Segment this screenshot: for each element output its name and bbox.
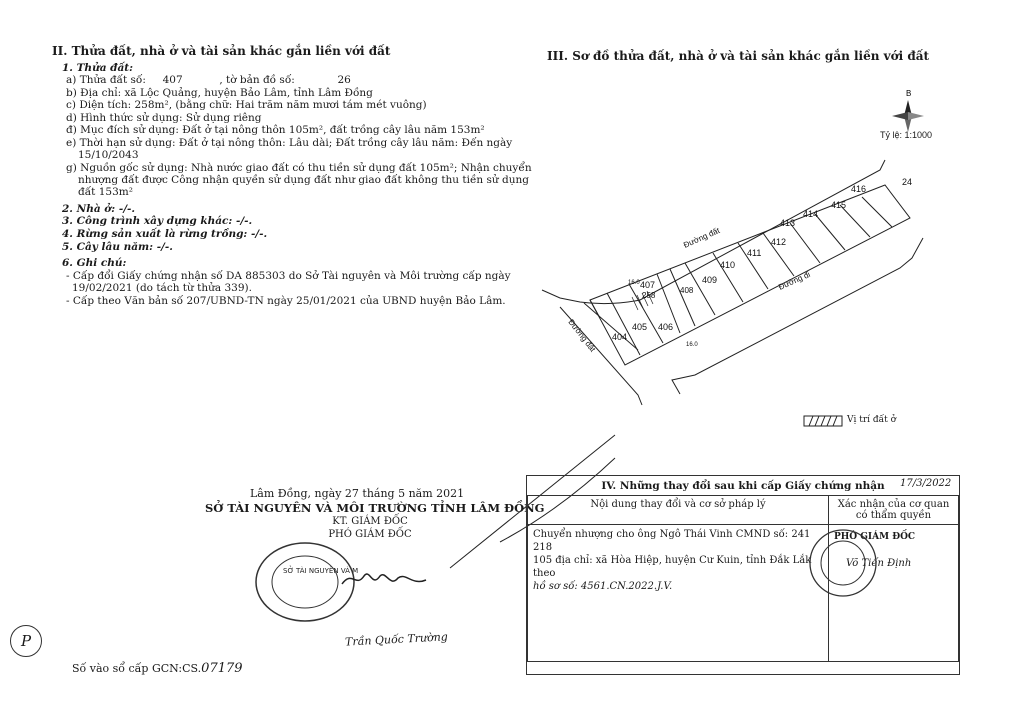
confirmation-signer: Võ Tiến Định bbox=[846, 558, 912, 569]
legend-hatch-swatch bbox=[803, 415, 843, 427]
note-1a: - Cấp đổi Giấy chứng nhận số DA 885303 d… bbox=[66, 270, 511, 282]
parcel-405: 405 bbox=[632, 322, 647, 332]
parcel-406: 406 bbox=[658, 322, 673, 332]
notes-heading: 6. Ghi chú: bbox=[62, 257, 127, 269]
compass-north-icon: B bbox=[892, 89, 924, 132]
parcel-info: a) Thửa đất số: 407 , tờ bản đồ số: 26 bbox=[66, 74, 351, 86]
land-map-diagram: 404 405 406 407 258 408 409 410 411 412 … bbox=[541, 159, 924, 406]
parcel-410: 410 bbox=[720, 260, 735, 270]
parcel-416: 416 bbox=[851, 184, 866, 194]
note-1b: 19/02/2021 (do tách từ thửa 339). bbox=[72, 282, 252, 294]
area: c) Diện tích: 258m², (bằng chữ: Hai trăm… bbox=[66, 99, 427, 111]
handwritten-date: 17/3/2022 bbox=[900, 478, 952, 489]
confirmation-cell: PHÓ GIÁM ĐỐC Võ Tiến Định bbox=[809, 524, 959, 662]
change-content-header: Nội dung thay đổi và cơ sở pháp lý bbox=[527, 495, 829, 525]
house: 2. Nhà ở: -/-. bbox=[62, 203, 136, 215]
road-left-label: Đường đất bbox=[566, 318, 597, 355]
legend-label: Vị trí đất ở bbox=[847, 415, 897, 425]
issuing-organization: SỞ TÀI NGUYÊN VÀ MÔI TRƯỜNG TỈNH LÂM ĐỒN… bbox=[205, 501, 545, 515]
margin-mark: P bbox=[10, 625, 42, 657]
usage-term: e) Thời hạn sử dụng: Đất ở tại nông thôn… bbox=[66, 137, 513, 149]
forest: 4. Rừng sản xuất là rừng trồng: -/-. bbox=[62, 228, 268, 240]
parcel-404: 404 bbox=[612, 332, 627, 342]
section3-title: III. Sơ đồ thửa đất, nhà ở và tài sản kh… bbox=[547, 49, 930, 63]
parcel-label: a) Thửa đất số: bbox=[66, 74, 146, 86]
parcel-411: 411 bbox=[747, 248, 761, 258]
change-line-2: 105 địa chỉ: xã Hòa Hiệp, huyện Cư Kuin,… bbox=[533, 555, 812, 579]
dim-top: 16.0 bbox=[628, 280, 640, 286]
parcel-409: 409 bbox=[702, 275, 717, 285]
usage-form: d) Hình thức sử dụng: Sử dụng riêng bbox=[66, 112, 262, 124]
change-line-1: Chuyển nhượng cho ông Ngô Thái Vinh CMND… bbox=[533, 529, 811, 553]
section2-title: II. Thửa đất, nhà ở và tài sản khác gắn … bbox=[52, 44, 391, 58]
parcel-block-outline bbox=[589, 184, 911, 366]
registration-number: Số vào sổ cấp GCN:CS.07179 bbox=[72, 661, 243, 676]
dim-bottom: 16.0 bbox=[686, 342, 698, 348]
signer-name: Trần Quốc Trường bbox=[344, 630, 449, 649]
seal-center-text: SỞ TÀI NGUYÊN VÀ MÔI TRƯỜNG bbox=[283, 565, 358, 575]
parcel-408: 408 bbox=[680, 286, 694, 295]
parcel-414: 414 bbox=[803, 209, 818, 219]
official-seal-icon: SỞ TÀI NGUYÊN VÀ MÔI TRƯỜNG bbox=[255, 542, 358, 622]
usage-origin-2: nhượng đất được Công nhận quyền sử dụng … bbox=[78, 174, 529, 186]
number-24: 24 bbox=[902, 177, 912, 187]
deputy-director: PHÓ GIÁM ĐỐC bbox=[328, 529, 412, 540]
usage-purpose: đ) Mục đích sử dụng: Đất ở tại nông thôn… bbox=[66, 124, 485, 136]
parcel-415: 415 bbox=[831, 200, 846, 210]
perennial-trees: 5. Cây lâu năm: -/-. bbox=[62, 241, 173, 253]
map-sheet-label: , tờ bản đồ số: bbox=[219, 74, 295, 86]
note-2: - Cấp theo Văn bản số 207/UBND-TN ngày 2… bbox=[66, 295, 506, 307]
change-content-cell: Chuyển nhượng cho ông Ngô Thái Vinh CMND… bbox=[527, 524, 829, 662]
usage-origin-1: g) Nguồn gốc sử dụng: Nhà nước giao đất … bbox=[66, 162, 532, 174]
usage-term-date: 15/10/2043 bbox=[78, 149, 139, 161]
road-right-label: Đường đi bbox=[777, 270, 812, 292]
parcel-413: 413 bbox=[780, 218, 795, 228]
change-line-3: hồ sơ số: 4561.CN.2022.J.V. bbox=[533, 581, 673, 592]
map-sheet-number: 26 bbox=[337, 74, 351, 86]
other-construction: 3. Công trình xây dựng khác: -/-. bbox=[62, 215, 253, 227]
land-heading: 1. Thửa đất: bbox=[62, 62, 134, 74]
registration-value: 07179 bbox=[201, 661, 243, 676]
confirmation-seal-icon bbox=[809, 529, 877, 597]
section4-title: IV. Những thay đổi sau khi cấp Giấy chứn… bbox=[527, 476, 959, 496]
registration-label: Số vào sổ cấp GCN:CS. bbox=[72, 662, 202, 675]
parcel-412: 412 bbox=[771, 237, 786, 247]
road-top-label: Đường đất bbox=[682, 226, 722, 250]
parcel-number: 407 bbox=[162, 74, 183, 86]
confirmation-header: Xác nhận của cơ quan có thẩm quyền bbox=[828, 495, 959, 525]
kt-director: KT. GIÁM ĐỐC bbox=[332, 516, 408, 527]
confirmation-title: PHÓ GIÁM ĐỐC bbox=[834, 532, 916, 542]
handwritten-signature bbox=[341, 573, 427, 585]
issue-date: Lâm Đồng, ngày 27 tháng 5 năm 2021 bbox=[250, 487, 465, 500]
parcel-407-area: 258 bbox=[642, 291, 656, 300]
parcel-407: 407 bbox=[640, 280, 655, 290]
usage-origin-3: đất 153m² bbox=[78, 186, 133, 198]
address: b) Địa chỉ: xã Lộc Quảng, huyện Bảo Lâm,… bbox=[66, 87, 373, 99]
north-letter: B bbox=[906, 89, 911, 98]
scale-label: Tỷ lệ: 1:1000 bbox=[880, 130, 933, 140]
changes-box: IV. Những thay đổi sau khi cấp Giấy chứn… bbox=[526, 475, 960, 675]
